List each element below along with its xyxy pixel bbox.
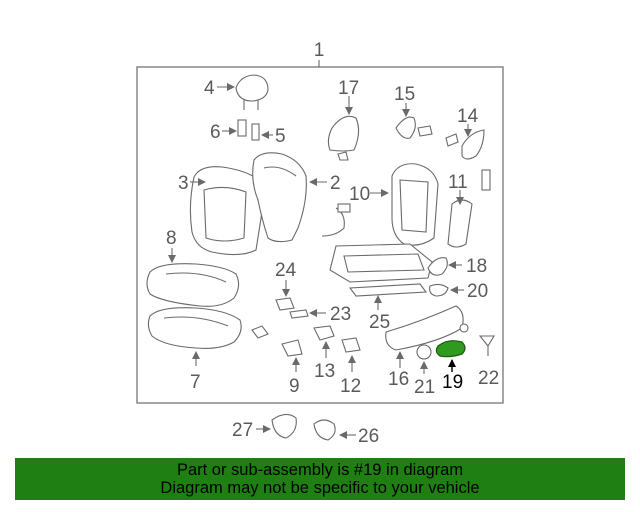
switch-bracket-part[interactable] xyxy=(289,309,309,319)
cushion-clip-part[interactable] xyxy=(251,325,269,339)
banner-line-1: Part or sub-assembly is #19 in diagram xyxy=(176,461,464,479)
seat-switch-part[interactable] xyxy=(275,297,295,311)
part-label-15: 15 xyxy=(394,84,415,105)
highlighted-part-19[interactable] xyxy=(435,340,466,358)
shield-cap-part[interactable] xyxy=(416,344,432,360)
part-26[interactable] xyxy=(313,419,336,441)
recliner-cover-part[interactable] xyxy=(327,115,360,161)
part-label-3: 3 xyxy=(178,173,189,194)
bracket-12-part[interactable] xyxy=(341,337,361,353)
part-label-17: 17 xyxy=(338,78,359,99)
part-label-24: 24 xyxy=(275,260,297,281)
assembly-frame xyxy=(136,66,504,404)
part-label-23: 23 xyxy=(330,304,351,325)
part-label-21: 21 xyxy=(414,377,435,398)
part-label-6: 6 xyxy=(210,122,221,143)
part-label-26: 26 xyxy=(358,426,379,447)
part-label-5: 5 xyxy=(275,126,286,147)
seatback-cover-part[interactable] xyxy=(189,166,264,256)
part-label-13: 13 xyxy=(314,361,335,382)
part-label-20: 20 xyxy=(467,281,488,302)
seat-frame-part[interactable] xyxy=(329,163,439,297)
bracket-9-part[interactable] xyxy=(281,339,303,357)
part-label-9: 9 xyxy=(289,376,300,397)
part-label-8: 8 xyxy=(166,228,177,249)
recliner-cover-inner-part[interactable] xyxy=(395,116,433,139)
part-label-7: 7 xyxy=(190,372,201,393)
part-label-19: 19 xyxy=(442,372,463,393)
headrest-guide-part[interactable] xyxy=(237,119,260,141)
part-label-10: 10 xyxy=(349,184,370,205)
side-airbag-part[interactable] xyxy=(447,169,491,248)
bracket-13-part[interactable] xyxy=(313,325,335,341)
part-label-18: 18 xyxy=(466,256,487,277)
headrest-part[interactable] xyxy=(235,74,269,110)
part-label-25: 25 xyxy=(369,312,390,333)
part-27[interactable] xyxy=(271,413,297,439)
assembly-label: 1 xyxy=(314,40,325,61)
part-label-22: 22 xyxy=(478,368,499,389)
lifter-knob-part[interactable] xyxy=(429,283,449,297)
part-label-4: 4 xyxy=(204,78,215,99)
shield-bolt-part[interactable] xyxy=(459,323,469,333)
part-label-11: 11 xyxy=(448,172,468,193)
part-label-12: 12 xyxy=(340,376,361,397)
banner-line-2: Diagram may not be specific to your vehi… xyxy=(160,479,480,497)
part-label-14: 14 xyxy=(457,106,479,127)
info-banner: Part or sub-assembly is #19 in diagram D… xyxy=(15,458,625,500)
seatback-pad-part[interactable] xyxy=(252,152,307,243)
seat-cover-cap-part[interactable] xyxy=(427,257,448,276)
part-label-16: 16 xyxy=(388,369,409,390)
seat-cushion-pad-part[interactable] xyxy=(146,263,240,307)
hook-part[interactable] xyxy=(478,335,495,356)
part-label-27: 27 xyxy=(232,420,253,441)
part-label-2: 2 xyxy=(330,173,341,194)
recliner-knob-part[interactable] xyxy=(445,129,485,160)
seat-harness-part[interactable] xyxy=(321,203,351,237)
seat-cushion-cover-part[interactable] xyxy=(147,307,242,349)
